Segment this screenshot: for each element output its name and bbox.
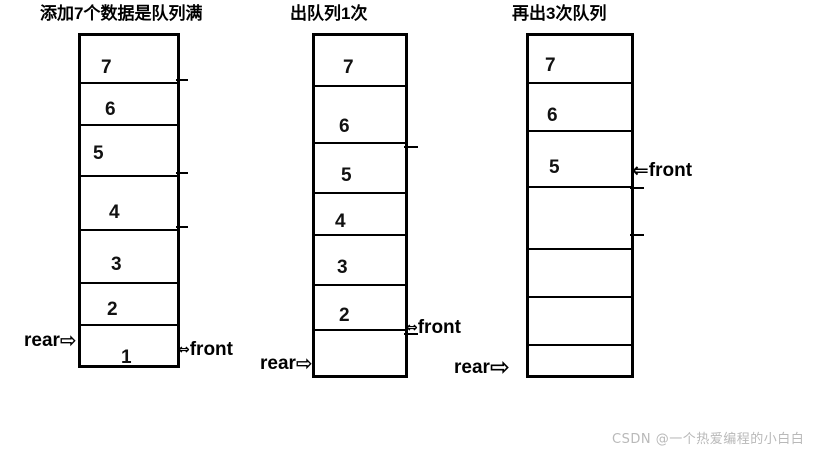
queue-cell-value: 5 [341,165,352,186]
divider-overhang [404,333,418,335]
panel-title-dequeue-once: 出队列1次 [290,4,368,23]
queue-cell-value: 6 [339,116,350,137]
front-label: front [189,339,233,360]
rear-marker-full: rear ⇨ [24,330,77,350]
front-label: front [417,317,461,338]
rear-marker-dequeue-once: rear ⇨ [260,353,313,373]
divider-overhang [630,187,644,189]
queue-cell-value: 5 [549,157,560,178]
front-marker-full: ⇔ front [178,340,233,359]
queue-cell: 7 [315,36,405,87]
queue-cell: 6 [529,84,631,132]
queue-cell [529,250,631,298]
arrow-right-icon: ⇨ [295,351,313,375]
queue-box-dequeue-three: 7 6 5 [526,33,634,378]
front-marker-dequeue-once: ⇔ front [406,318,461,337]
queue-cell-value: 2 [107,299,118,320]
queue-cell: 7 [529,36,631,84]
queue-cell-value: 3 [111,254,122,275]
queue-cell: 5 [529,132,631,188]
queue-cell [315,331,405,375]
queue-cell: 5 [315,144,405,194]
queue-cell-value: 6 [547,105,558,126]
rear-label: rear [260,352,296,374]
rear-label: rear [24,329,60,351]
queue-cell-value: 6 [105,99,116,120]
queue-cell: 2 [315,286,405,331]
arrow-left-icon: ⇔ [178,341,190,358]
panel-dequeue-once: 出队列1次 7 6 5 4 3 2 [260,0,500,400]
arrow-right-icon: ⇨ [59,328,77,352]
queue-cell-value: 7 [101,57,112,78]
queue-cell: 2 [81,284,177,326]
queue-cell-value: 5 [93,143,104,164]
queue-cell: 3 [315,236,405,286]
arrow-left-icon: ⇐ [632,158,649,182]
rear-label: rear [454,356,490,378]
queue-cell: 3 [81,231,177,284]
queue-cell-value: 3 [337,257,348,278]
front-label: front [648,159,693,181]
queue-cell-value: 7 [545,55,556,76]
queue-cell-value: 4 [109,202,120,223]
divider-overhang [176,172,188,174]
queue-cell-value: 1 [121,347,132,368]
queue-cell: 4 [81,177,177,231]
queue-cell [529,188,631,250]
queue-cell: 4 [315,194,405,236]
queue-cell [529,298,631,346]
arrow-right-icon: ⇨ [489,353,511,381]
queue-cell: 6 [81,84,177,126]
divider-overhang [630,234,644,236]
divider-overhang [404,146,418,148]
panel-queue-full: 添加7个数据是队列满 7 6 5 4 3 2 1 [0,0,280,400]
panel-title-dequeue-three: 再出3次队列 [512,4,607,23]
arrow-left-icon: ⇔ [406,319,418,336]
queue-cell-value: 2 [339,305,350,326]
queue-box-full: 7 6 5 4 3 2 1 [78,33,180,368]
queue-cell-value: 4 [335,211,346,232]
divider-overhang [176,226,188,228]
queue-cell: 5 [81,126,177,177]
csdn-watermark: CSDN @一个热爱编程的小白白 [612,432,805,447]
front-marker-dequeue-three: ⇐ front [632,160,692,180]
rear-marker-dequeue-three: rear ⇨ [454,355,510,379]
divider-overhang [176,79,188,81]
queue-cell [529,346,631,377]
queue-box-dequeue-once: 7 6 5 4 3 2 [312,33,408,378]
queue-cell: 7 [81,36,177,84]
queue-cell: 6 [315,87,405,144]
panel-dequeue-three: 再出3次队列 7 6 5 [450,0,826,400]
queue-cell-value: 7 [343,57,354,78]
panel-title-queue-full: 添加7个数据是队列满 [40,4,203,23]
queue-cell: 1 [81,326,177,368]
